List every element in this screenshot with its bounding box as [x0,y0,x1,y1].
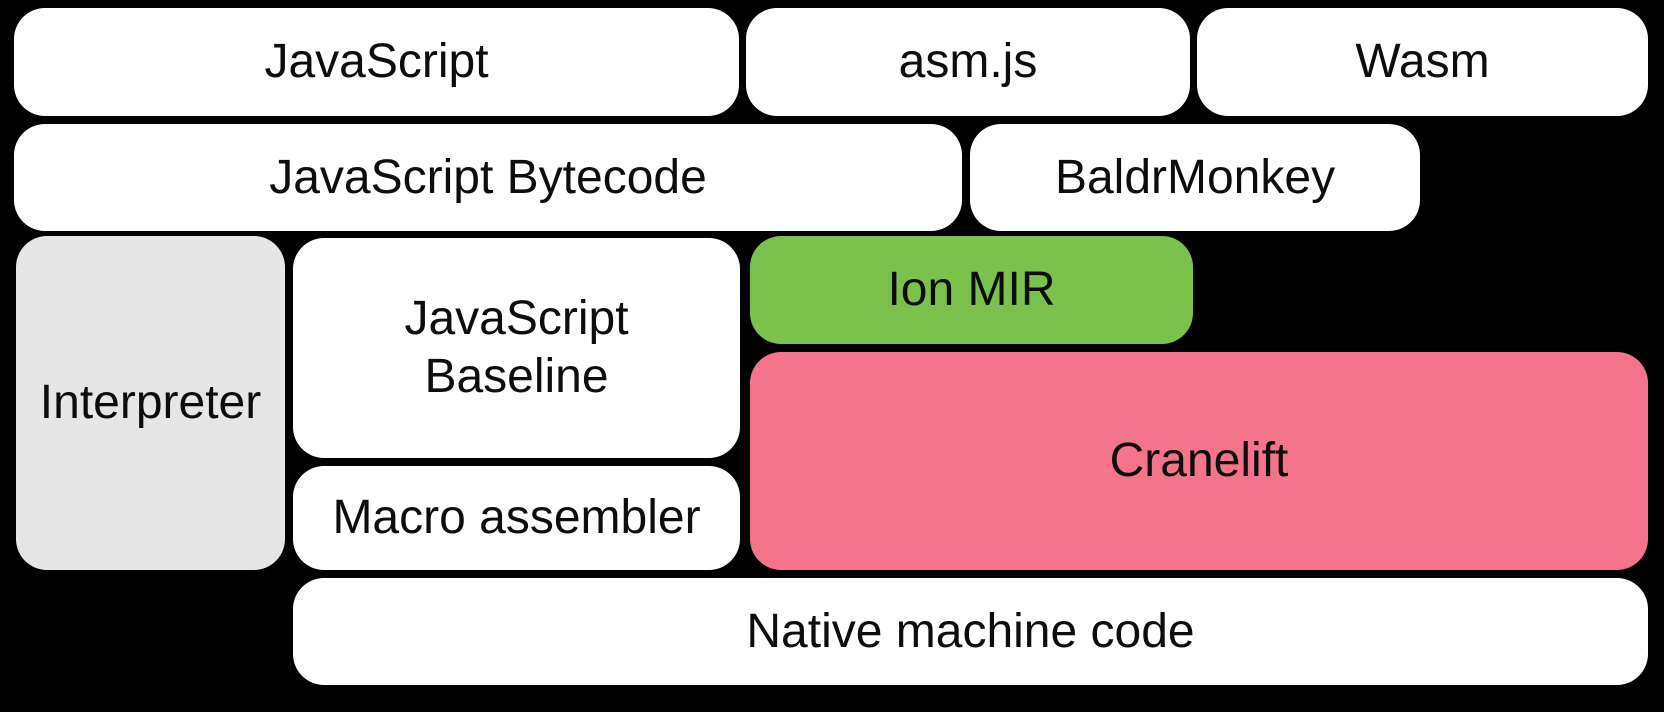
box-baldrmonkey-label: BaldrMonkey [1054,150,1336,204]
box-wasm: Wasm [1197,8,1648,116]
box-javascript-label: JavaScript [264,35,489,89]
box-ion-mir: Ion MIR [750,236,1193,344]
box-wasm-label: Wasm [1355,35,1490,89]
box-interpreter: Interpreter [16,236,285,570]
box-cranelift: Cranelift [750,352,1648,570]
box-javascript: JavaScript [14,8,739,116]
box-asmjs: asm.js [746,8,1190,116]
box-javascript-bytecode-label: JavaScript Bytecode [269,150,707,204]
box-macro-assembler: Macro assembler [293,466,740,570]
box-cranelift-label: Cranelift [1109,434,1289,488]
box-asmjs-label: asm.js [898,35,1038,89]
box-native-machine-code: Native machine code [293,578,1648,685]
box-native-machine-code-label: Native machine code [746,604,1195,658]
box-javascript-baseline: JavaScript Baseline [293,238,740,458]
box-macro-assembler-label: Macro assembler [332,491,701,545]
box-ion-mir-label: Ion MIR [887,263,1056,317]
box-javascript-baseline-label: JavaScript Baseline [404,292,629,403]
box-interpreter-label: Interpreter [39,376,262,430]
box-javascript-bytecode: JavaScript Bytecode [14,124,962,231]
box-baldrmonkey: BaldrMonkey [970,124,1420,231]
